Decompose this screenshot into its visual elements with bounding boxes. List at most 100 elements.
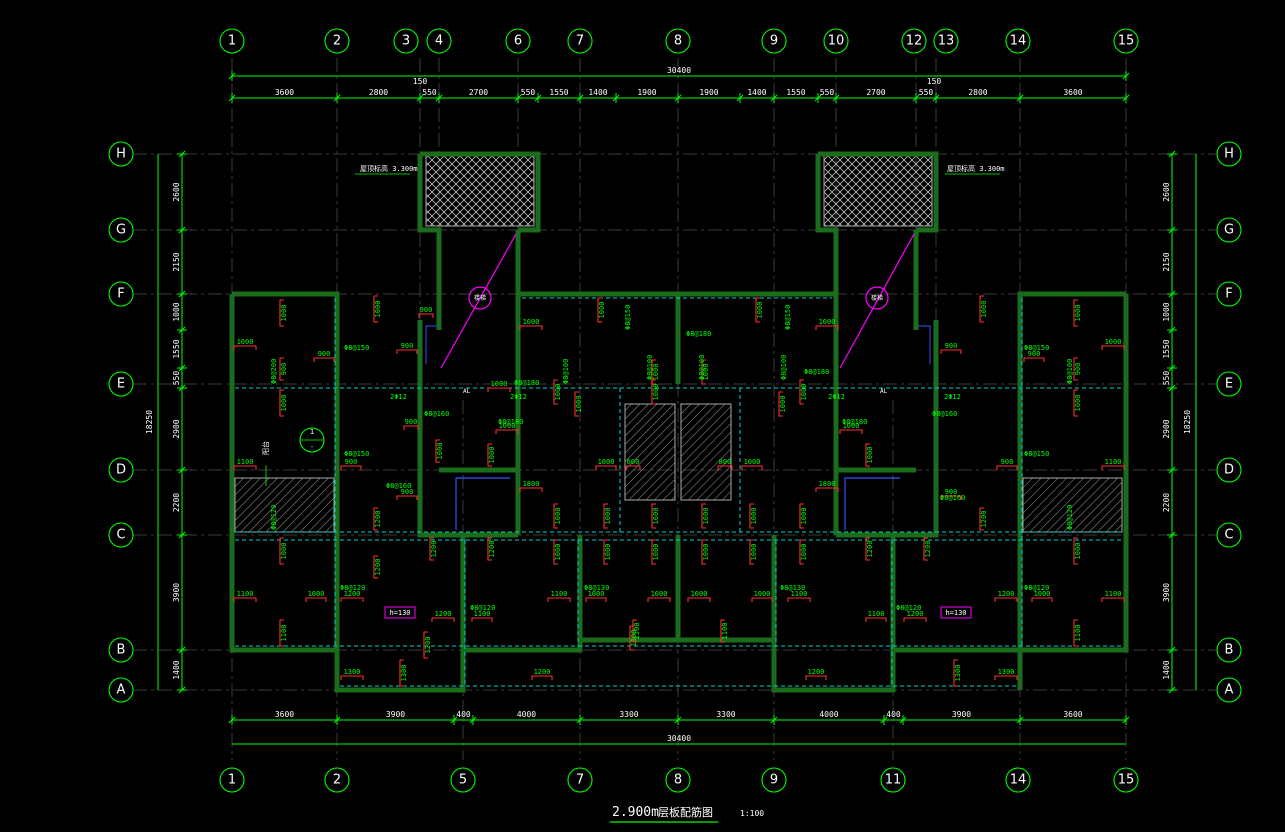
grid-bubble-bottom <box>761 767 787 793</box>
rebar-top <box>741 465 763 470</box>
rebar-length: 1000 <box>488 447 496 464</box>
grid-label-bottom: 14 <box>1010 773 1027 788</box>
rebar-top <box>815 487 839 492</box>
stair-label-right: 楼梯 <box>871 294 883 302</box>
rebar-spec: Φ8@200 <box>270 359 278 384</box>
rebar-spec: Φ8@180 <box>686 330 711 338</box>
rebar-top <box>940 349 962 354</box>
drawing-title-elevation: 2.900m <box>612 805 659 820</box>
rebar-length: 1000 <box>374 301 382 318</box>
grid-label-top: 2 <box>333 34 341 49</box>
rebar-length: 1200 <box>980 511 988 528</box>
rebar-side <box>373 507 378 531</box>
dimension-text: 3600 <box>275 710 294 719</box>
rebar-length: 1000 <box>598 458 615 466</box>
grid-bubble-bottom <box>450 767 476 793</box>
dimension-text: 3600 <box>275 88 294 97</box>
grid-bubble-top <box>823 28 849 54</box>
dimension-text: 30400 <box>667 66 691 75</box>
rebar-side <box>553 379 558 405</box>
rebar-length: 1600 <box>702 508 710 525</box>
grid-bubble-bottom <box>567 767 593 793</box>
dimension-text: 18250 <box>1183 410 1192 434</box>
rebar-side <box>865 537 870 561</box>
grid-label-left: E <box>117 377 125 392</box>
rebar-spec: Φ8@150 <box>344 450 369 458</box>
rebar-length: 1200 <box>344 590 361 598</box>
beam-label-left: AL <box>463 388 471 395</box>
rebar-top <box>313 357 335 362</box>
rebar-length: 900 <box>1028 350 1041 358</box>
roof-hatch-right <box>823 155 933 227</box>
dimension-text-small: 150 <box>927 77 942 86</box>
rebar-length: 1000 <box>756 302 764 319</box>
grid-bubble-right <box>1216 281 1242 307</box>
dimension-text: 2700 <box>469 88 488 97</box>
rebar-top <box>519 325 543 330</box>
rebar-top <box>403 425 419 430</box>
rebar-top <box>903 617 927 622</box>
rebar-top <box>431 617 455 622</box>
rebar-length: 1300 <box>954 665 962 682</box>
rebar-side <box>423 631 428 659</box>
rebar-top <box>787 597 811 602</box>
rebar-length: 1000 <box>800 384 808 401</box>
rebar-side <box>749 503 754 529</box>
dimension-text: 1900 <box>699 88 718 97</box>
grid-label-right: G <box>1224 223 1234 238</box>
rebar-length: 1000 <box>1074 305 1082 322</box>
dimension-text: 1000 <box>172 302 181 321</box>
rebar-top <box>233 465 257 470</box>
dimension-text: 1400 <box>172 660 181 679</box>
rebar-length: 1100 <box>633 623 641 640</box>
grid-bubble-bottom <box>1113 767 1139 793</box>
grid-label-left: H <box>116 147 126 162</box>
grid-label-right: C <box>1224 528 1233 543</box>
rebar-length: 1000 <box>819 318 836 326</box>
rebar-top <box>531 675 553 680</box>
rebar-top <box>340 675 364 680</box>
rebar-length: 1000 <box>702 364 710 381</box>
grid-bubble-bottom <box>880 767 906 793</box>
rebar-length: 1000 <box>308 590 325 598</box>
rebar-top <box>340 465 362 470</box>
grid-bubble-top <box>901 28 927 54</box>
grid-bubble-top <box>1113 28 1139 54</box>
grid-label-top: 3 <box>402 34 410 49</box>
dimension-text: 3900 <box>172 583 181 602</box>
shaft-hatch-left <box>624 403 676 501</box>
rebar-side <box>979 295 984 323</box>
grid-bubble-top <box>933 28 959 54</box>
rebar-side <box>279 357 284 381</box>
rebar-top <box>305 597 327 602</box>
rebar-top <box>495 429 519 434</box>
rebar-length: 1000 <box>598 302 606 319</box>
rebar-length: 1800 <box>523 480 540 488</box>
dimension-text: 4000 <box>819 710 838 719</box>
rebar-spec: Φ8@150 <box>1024 344 1049 352</box>
dimension-text: 2800 <box>968 88 987 97</box>
rebar-top <box>233 345 257 350</box>
grid-label-right: E <box>1225 377 1233 392</box>
rebar-length: 1000 <box>1105 338 1122 346</box>
grid-bubble-left <box>108 217 134 243</box>
roof-hatch-left <box>425 155 535 227</box>
grid-bubble-top <box>219 28 245 54</box>
detail-number: 1 <box>310 428 314 436</box>
rebar-spec: Φ8@160 <box>424 410 449 418</box>
grid-label-top: 14 <box>1010 34 1027 49</box>
rebar-spec: Φ8@180 <box>514 379 539 387</box>
rebar-side <box>279 537 284 565</box>
dimension-text: 2200 <box>172 493 181 512</box>
rebar-top <box>471 617 493 622</box>
rebar-length: 1000 <box>575 396 583 413</box>
rebar-length: 1200 <box>866 541 874 558</box>
rebar-length: 1300 <box>998 668 1015 676</box>
rebar-side <box>755 297 760 323</box>
rebar-top <box>996 465 1018 470</box>
grid-bubble-right <box>1216 522 1242 548</box>
rebar-length: 1100 <box>237 458 254 466</box>
rebar-length: 1200 <box>924 541 932 558</box>
rebar-side <box>574 391 579 417</box>
rebar-length: 1000 <box>604 544 612 561</box>
